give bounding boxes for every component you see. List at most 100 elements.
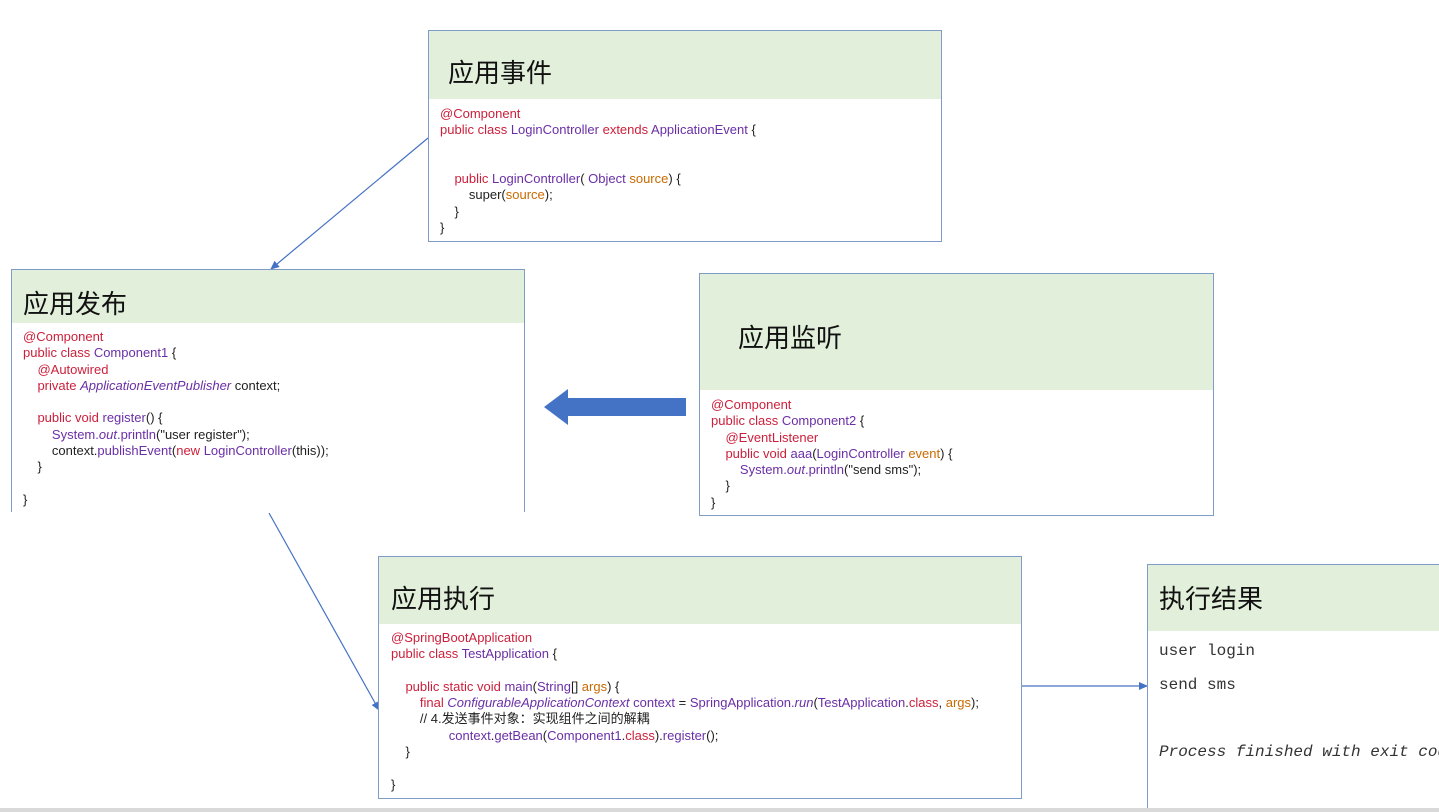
code-token	[711, 462, 740, 477]
code-token: @Component	[711, 397, 792, 412]
code-token: event	[908, 445, 941, 461]
code-token: main	[504, 678, 533, 694]
code-token: (this));	[291, 443, 329, 459]
code-token: println	[120, 426, 156, 442]
code-token: (	[532, 678, 537, 694]
code-token: .	[116, 426, 121, 442]
code-token: private	[37, 377, 81, 393]
code-line: }	[711, 495, 952, 511]
code-line	[391, 760, 979, 776]
code-line: // 4.发送事件对象：实现组件之间的解耦	[391, 711, 979, 727]
code-token: Object	[588, 171, 630, 187]
code-token: ("send sms");	[844, 462, 922, 478]
code-line: context.publishEvent(new LoginController…	[23, 443, 329, 459]
code-token: register	[662, 727, 707, 743]
code-line: @SpringBootApplication	[391, 630, 979, 646]
code-line: }	[391, 777, 979, 793]
code-token	[23, 427, 52, 442]
code-line: super(source);	[440, 187, 756, 203]
code-token: ();	[706, 727, 719, 743]
event-box-title: 应用事件	[448, 59, 553, 89]
code-token: public void	[725, 445, 791, 461]
code-token: () {	[145, 410, 163, 426]
code-token	[391, 679, 405, 694]
code-line	[23, 394, 329, 410]
code-token: {	[859, 413, 865, 429]
code-token: source	[505, 187, 545, 203]
code-token: System.	[51, 426, 99, 442]
code-token: {	[171, 345, 177, 361]
code-token: }	[23, 491, 28, 507]
code-line: }	[391, 744, 979, 760]
code-token: // 4.发送事件对象：实现组件之间的解耦	[391, 711, 650, 727]
code-line: final ConfigurableApplicationContext con…	[391, 695, 979, 711]
code-token: class	[908, 695, 939, 711]
code-token: TestApplication	[817, 695, 906, 711]
code-token: public void	[37, 410, 103, 426]
code-token: @Autowired	[37, 361, 109, 377]
code-line: public class Component1 {	[23, 345, 329, 361]
code-token	[391, 728, 449, 743]
code-line: }	[23, 459, 329, 475]
code-line: @Component	[711, 397, 952, 413]
code-token: .	[905, 695, 909, 711]
code-token: @Component	[23, 329, 104, 344]
result-line-3	[1159, 710, 1439, 743]
code-line: public void aaa(LoginController event) {	[711, 446, 952, 462]
code-line: System.out.println("user register");	[23, 427, 329, 443]
code-token: Component2	[781, 413, 860, 429]
code-token: );	[544, 187, 553, 203]
code-token: register	[102, 410, 146, 426]
code-line: public class TestApplication {	[391, 646, 979, 662]
code-line: System.out.println("send sms");	[711, 462, 952, 478]
code-token: public class	[440, 122, 511, 138]
code-token: context.	[23, 443, 98, 459]
block-arrow-listen-to-publish	[544, 389, 686, 425]
code-token: @EventListener	[725, 429, 819, 445]
code-token: LoginController	[492, 171, 581, 187]
code-token: final	[419, 695, 448, 711]
code-line: public class LoginController extends App…	[440, 122, 756, 138]
code-token: LoginController	[510, 122, 603, 138]
code-token: class	[625, 727, 655, 743]
result-output: user login send sms Process finished wit…	[1159, 642, 1439, 777]
listen-box-header: 应用监听	[700, 274, 1213, 390]
code-line: @Component	[23, 329, 329, 345]
code-token: }	[711, 494, 716, 510]
code-line: public class Component2 {	[711, 413, 952, 429]
code-token	[711, 430, 725, 445]
code-token	[23, 362, 37, 377]
code-token: String	[536, 678, 571, 694]
code-token	[391, 695, 420, 710]
code-line: private ApplicationEventPublisher contex…	[23, 378, 329, 394]
code-token: run	[794, 695, 814, 711]
code-token: }	[391, 776, 396, 792]
code-token: context	[448, 727, 491, 743]
code-token: System.	[739, 462, 787, 478]
code-token: public static void	[405, 678, 505, 694]
code-token	[440, 171, 454, 186]
code-token: public class	[711, 413, 782, 429]
code-line: public static void main(String[] args) {	[391, 679, 979, 695]
code-token: Component1	[547, 727, 622, 743]
result-box: 执行结果 user login send sms Process finishe…	[1147, 564, 1439, 812]
code-line: }	[440, 220, 756, 236]
code-token	[711, 446, 725, 461]
code-token: public	[454, 171, 493, 187]
exec-box-header: 应用执行	[379, 557, 1021, 624]
result-line-4: Process finished with exit code	[1159, 743, 1439, 761]
code-line: }	[711, 478, 952, 494]
code-line: public LoginController( Object source) {	[440, 171, 756, 187]
publish-box-title: 应用发布	[23, 290, 128, 320]
arrow-publish-to-exec	[268, 512, 380, 711]
code-token: out	[98, 426, 117, 442]
exec-box-title: 应用执行	[391, 585, 496, 615]
bottom-divider	[0, 808, 1439, 812]
code-token: ).	[654, 727, 663, 743]
code-token: println	[808, 462, 844, 478]
result-line-1: user login	[1159, 642, 1256, 660]
